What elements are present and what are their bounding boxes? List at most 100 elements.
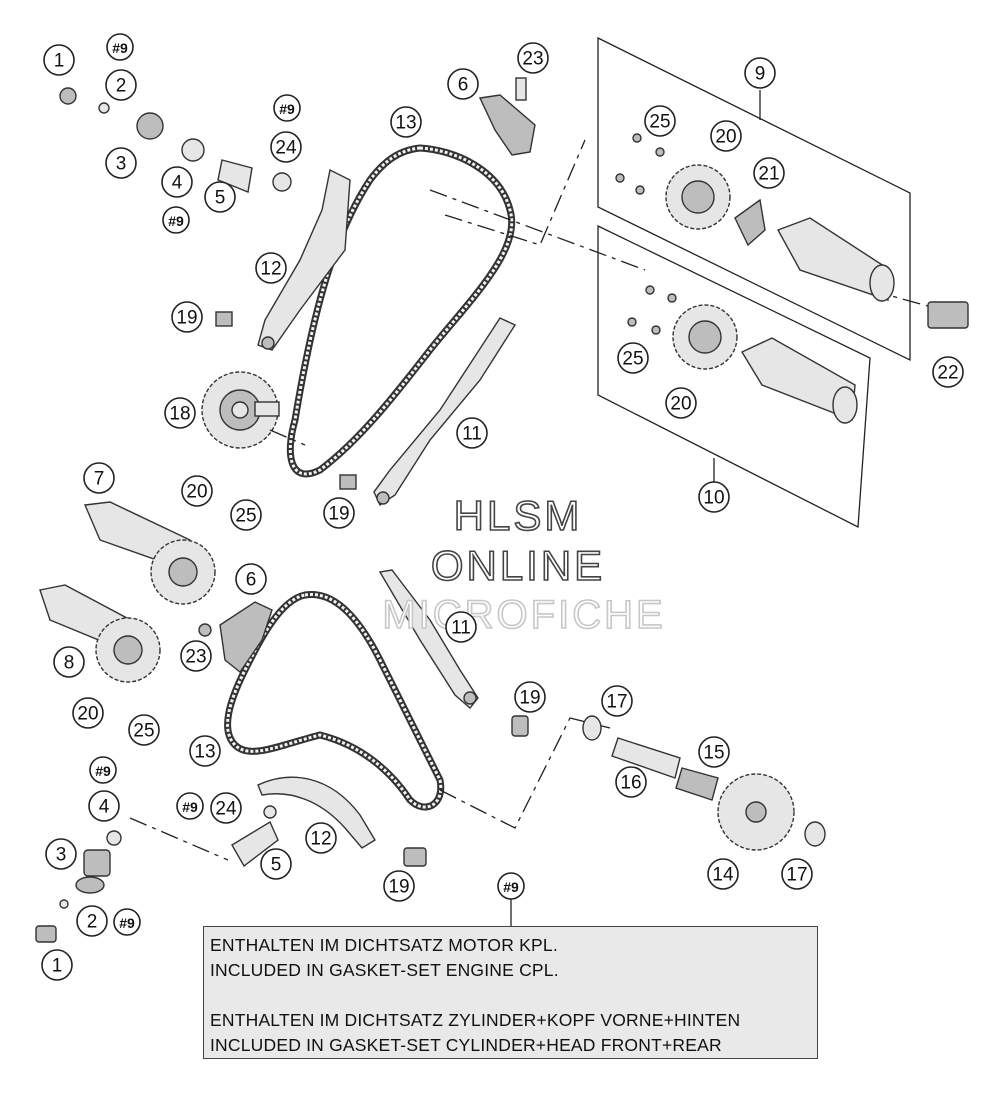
intermediate-sprocket bbox=[201, 371, 280, 449]
callout-circle bbox=[72, 697, 104, 729]
callout-number: #9 bbox=[112, 40, 128, 56]
callout-circle bbox=[665, 387, 697, 419]
callout-circle bbox=[45, 838, 77, 870]
washer-17-lower bbox=[804, 821, 826, 847]
callout-circle bbox=[88, 790, 120, 822]
callout-number: 12 bbox=[310, 829, 331, 850]
note-line-2: INCLUDED IN GASKET-SET ENGINE CPL. bbox=[210, 960, 559, 980]
callout-number: 1 bbox=[54, 51, 65, 72]
callout-c11b: 11 bbox=[445, 611, 477, 643]
callout-number: 20 bbox=[77, 704, 98, 725]
callout-number: 19 bbox=[176, 308, 197, 329]
callout-c12a: 12 bbox=[255, 252, 287, 284]
callout-c19c: 19 bbox=[514, 681, 546, 713]
chain-tensioner-lower bbox=[219, 601, 273, 674]
callout-labels: 1#9234#95#924121918136239252021222520101… bbox=[41, 33, 964, 981]
callout-c18: 18 bbox=[164, 397, 196, 429]
callout-number: 15 bbox=[703, 743, 724, 764]
gasket-set-note: ENTHALTEN IM DICHTSATZ MOTOR KPL. INCLUD… bbox=[203, 926, 818, 1059]
chain-tensioner-upper bbox=[478, 94, 536, 156]
callout-c9e: #9 bbox=[176, 792, 204, 820]
callout-number: 25 bbox=[649, 112, 670, 133]
callout-circle bbox=[260, 848, 292, 880]
callout-circle bbox=[383, 870, 415, 902]
callout-number: 21 bbox=[758, 164, 779, 185]
bushing-15 bbox=[675, 767, 719, 801]
callout-circle bbox=[162, 206, 190, 234]
callout-number: 25 bbox=[133, 721, 154, 742]
callout-circle bbox=[83, 462, 115, 494]
callout-number: 25 bbox=[622, 349, 643, 370]
callout-c9f: #9 bbox=[113, 908, 141, 936]
callout-c25a: 25 bbox=[644, 105, 676, 137]
callout-c9b: #9 bbox=[162, 206, 190, 234]
callout-circle bbox=[615, 766, 647, 798]
callout-number: 20 bbox=[670, 394, 691, 415]
callout-c2b: 2 bbox=[76, 905, 108, 937]
callout-circle bbox=[53, 646, 85, 678]
callout-c13a: 13 bbox=[390, 106, 422, 138]
callout-number: 3 bbox=[56, 845, 67, 866]
callout-circle bbox=[161, 166, 193, 198]
callout-c20a: 20 bbox=[710, 120, 742, 152]
callout-circle bbox=[707, 858, 739, 890]
callout-c23a: 23 bbox=[517, 42, 549, 74]
callout-number: 14 bbox=[712, 865, 734, 886]
callout-number: 16 bbox=[620, 773, 641, 794]
callout-number: #9 bbox=[182, 799, 198, 815]
callout-circle bbox=[270, 131, 302, 163]
callout-c23b: 23 bbox=[180, 640, 212, 672]
callout-number: #9 bbox=[95, 763, 111, 779]
callout-c13b: 13 bbox=[189, 735, 221, 767]
guide-rail-upper bbox=[373, 317, 517, 507]
callout-circle bbox=[698, 736, 730, 768]
callout-number: 5 bbox=[215, 188, 226, 209]
callout-c19b: 19 bbox=[323, 497, 355, 529]
callout-number: 13 bbox=[194, 742, 215, 763]
callout-circle bbox=[698, 481, 730, 513]
group-box-9 bbox=[597, 36, 911, 362]
callout-circle bbox=[89, 756, 117, 784]
callout-number: 2 bbox=[116, 76, 127, 97]
callout-c24a: 24 bbox=[270, 131, 302, 163]
callout-circle bbox=[113, 908, 141, 936]
callout-circle bbox=[181, 475, 213, 507]
callout-number: 11 bbox=[462, 424, 482, 445]
callout-circle bbox=[445, 611, 477, 643]
callout-number: 25 bbox=[235, 506, 256, 527]
callout-number: #9 bbox=[279, 101, 295, 117]
tensioner-rail-lower bbox=[257, 776, 376, 849]
watermark-hlsm: HLSM bbox=[454, 492, 583, 539]
callout-number: 4 bbox=[172, 173, 183, 194]
callout-circle bbox=[617, 342, 649, 374]
callout-circle bbox=[514, 681, 546, 713]
callout-c9box: 9 bbox=[744, 57, 776, 89]
callout-circle bbox=[273, 94, 301, 122]
callout-circle bbox=[230, 499, 262, 531]
callout-circle bbox=[390, 106, 422, 138]
callout-c4a: 4 bbox=[161, 166, 193, 198]
callout-c24b: 24 bbox=[210, 792, 242, 824]
callout-c6a: 6 bbox=[447, 68, 479, 100]
callout-circle bbox=[744, 57, 776, 89]
callout-c2a: 2 bbox=[105, 69, 137, 101]
callout-number: 23 bbox=[522, 49, 543, 70]
callout-number: 9 bbox=[755, 64, 766, 85]
callout-c15: 15 bbox=[698, 736, 730, 768]
callout-c5b: 5 bbox=[260, 848, 292, 880]
callout-number: 5 bbox=[271, 855, 282, 876]
callout-circle bbox=[781, 858, 813, 890]
callout-c25b: 25 bbox=[617, 342, 649, 374]
callout-number: 17 bbox=[786, 865, 807, 886]
callout-number: 23 bbox=[185, 647, 206, 668]
callout-circle bbox=[180, 640, 212, 672]
hardware-left-lower bbox=[35, 623, 529, 943]
group-box-10 bbox=[597, 224, 871, 529]
callout-circle bbox=[447, 68, 479, 100]
callout-number: 24 bbox=[275, 138, 297, 159]
callout-c22: 22 bbox=[932, 356, 964, 388]
callout-number: 20 bbox=[186, 482, 207, 503]
callout-circle bbox=[105, 147, 137, 179]
callout-circle bbox=[235, 563, 267, 595]
callout-number: 24 bbox=[215, 799, 237, 820]
